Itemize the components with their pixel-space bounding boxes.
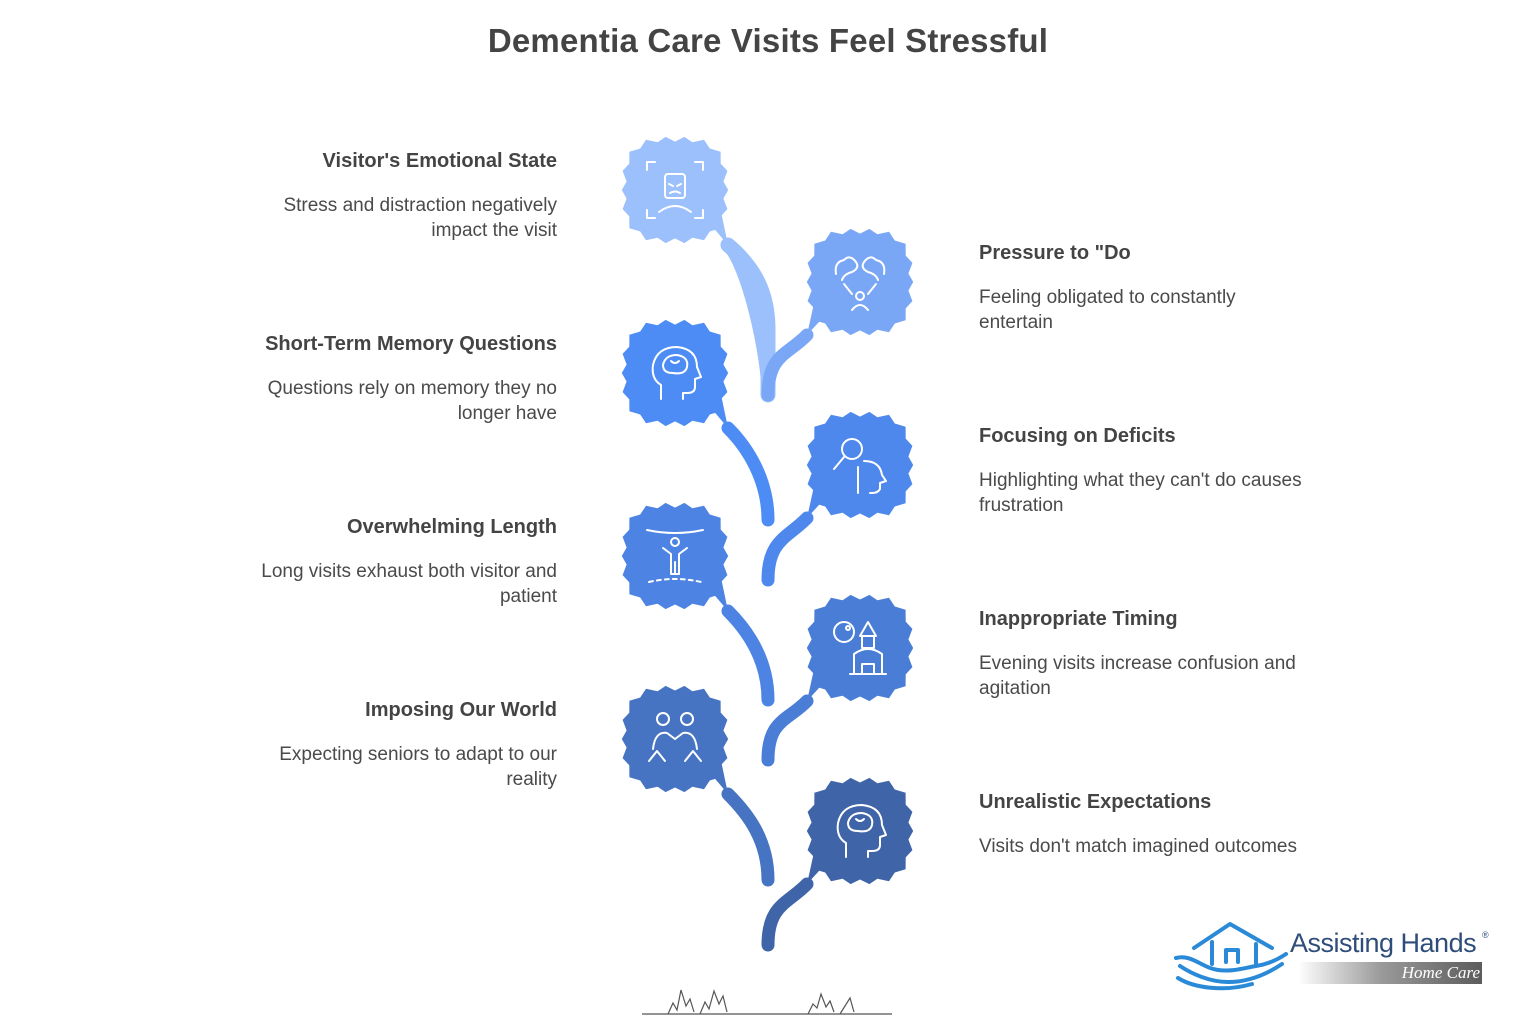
house-hand-logo-icon (1174, 922, 1288, 991)
person-space-icon (646, 529, 704, 583)
item-heading: Overwhelming Length (346, 516, 557, 538)
logo-registered-mark: ® (1482, 930, 1489, 940)
item-description: Long visits exhaust both visitor and pat… (261, 561, 557, 607)
leaf (621, 319, 729, 428)
item-description: Stress and distraction negatively impact… (283, 195, 557, 241)
item-heading: Imposing Our World (365, 699, 557, 721)
leaf (806, 594, 914, 702)
item-heading: Short-Term Memory Questions (265, 333, 557, 355)
logo-subtitle: Home Care (1401, 963, 1480, 982)
person-search-icon (833, 438, 887, 494)
leaf (806, 777, 914, 885)
item-heading: Inappropriate Timing (979, 608, 1178, 630)
head-brain-icon (651, 346, 702, 400)
logo-name: Assisting Hands (1290, 928, 1477, 958)
logo-subtitle-bar (1298, 962, 1482, 984)
page-title: Dementia Care Visits Feel Stressful (487, 22, 1049, 59)
item-heading: Pressure to "Do (979, 242, 1131, 264)
leaf (621, 685, 729, 794)
leaf (621, 502, 729, 611)
pressure-icon (834, 256, 886, 311)
item-description: Evening visits increase confusion and ag… (979, 653, 1296, 699)
stressed-face-icon (646, 161, 704, 219)
item-description: Expecting seniors to adapt to our realit… (279, 744, 557, 790)
leaf (806, 411, 914, 519)
item-heading: Visitor's Emotional State (322, 150, 557, 172)
head-brain-icon (836, 804, 887, 858)
item-heading: Unrealistic Expectations (979, 791, 1212, 813)
ground-grass (642, 989, 892, 1015)
item-heading: Focusing on Deficits (979, 425, 1176, 447)
two-people-icon (648, 712, 702, 762)
assisting-hands-logo: Assisting Hands ® Home Care (1172, 918, 1502, 998)
item-description: Feeling obligated to constantly entertai… (979, 287, 1236, 333)
item-description: Highlighting what they can't do causes f… (979, 470, 1302, 516)
item-description: Visits don't match imagined outcomes (979, 836, 1297, 857)
leaf (621, 136, 729, 245)
leaf (806, 228, 914, 336)
moon-house-icon (833, 621, 887, 675)
branch-stem (721, 238, 775, 402)
item-description: Questions rely on memory they no longer … (267, 378, 557, 424)
